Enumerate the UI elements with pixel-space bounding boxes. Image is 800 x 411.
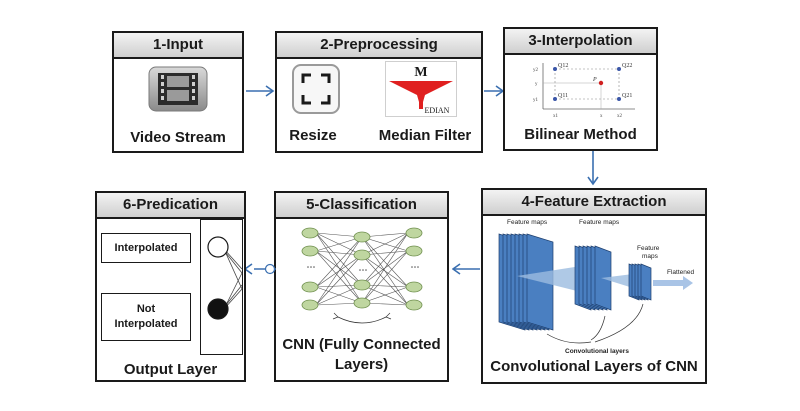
arrow-interpolation-to-feature-extraction — [587, 151, 599, 186]
fc-connections — [315, 232, 409, 306]
caption-cnn-fc-line2: Layers) — [334, 356, 389, 373]
film-icon — [148, 66, 208, 112]
label-y: y — [535, 82, 538, 87]
label-x2: x2 — [617, 114, 623, 119]
resize-icon — [292, 64, 340, 114]
panel-title-classification: 5-Classification — [276, 193, 447, 219]
label-not-interpolated: Not Interpolated — [101, 293, 191, 341]
feature-stack-2 — [574, 245, 612, 311]
caption-conv-layers-cnn: Convolutional Layers of CNN — [490, 358, 698, 375]
point-q21 — [617, 97, 621, 101]
label-flattened: Flattened — [667, 269, 694, 276]
arrow-input-to-preprocessing — [246, 85, 275, 97]
label-feature-maps-2: Feature maps — [579, 219, 620, 226]
output-node-interpolated — [207, 236, 229, 258]
point-p — [598, 80, 604, 86]
panel-interpolation: 3-Interpolation Q12 Q22 Q11 Q21 P y2 y y… — [503, 27, 658, 151]
median-filter-logo: M EDIAN — [385, 61, 457, 117]
caption-bilinear-method: Bilinear Method — [524, 126, 637, 143]
label-q22: Q22 — [622, 63, 632, 69]
arrow-classification-to-predication — [243, 263, 276, 275]
label-q11: Q11 — [558, 93, 568, 99]
caption-output-layer: Output Layer — [123, 361, 218, 378]
panel-preprocessing: 2-Preprocessing M EDIAN Resize Median Fi… — [275, 31, 483, 153]
median-logo-bottom: EDIAN — [425, 106, 450, 115]
panel-predication: 6-Predication Interpolated Not Interpola… — [95, 191, 246, 382]
fully-connected-network — [301, 227, 423, 324]
panel-title-preprocessing: 2-Preprocessing — [277, 33, 481, 59]
panel-title-feature-extraction: 4-Feature Extraction — [483, 190, 705, 216]
point-q11 — [553, 97, 557, 101]
output-layer-nodes — [200, 219, 243, 355]
median-logo-top: M — [414, 65, 427, 80]
feature-stack-3 — [628, 263, 652, 301]
arrow-feature-to-classification — [452, 263, 480, 275]
point-q12 — [553, 67, 557, 71]
label-y2: y2 — [533, 68, 539, 73]
label-p: P — [592, 77, 597, 83]
label-x: x — [600, 114, 603, 119]
label-convolutional-layers: Convolutional layers — [565, 348, 629, 355]
fc-nodes — [301, 227, 423, 311]
panel-title-interpolation: 3-Interpolation — [505, 29, 656, 55]
label-feature-maps-3b: maps — [642, 253, 659, 260]
panel-classification: 5-Classification — [274, 191, 449, 382]
panel-feature-extraction: 4-Feature Extraction Feature maps Featur… — [481, 188, 707, 384]
label-feature-maps-1: Feature maps — [507, 219, 548, 226]
bilinear-plot: Q12 Q22 Q11 Q21 P y2 y y1 x1 x x2 — [533, 63, 635, 119]
caption-cnn-fc-line1: CNN (Fully Connected — [282, 336, 441, 353]
label-q21: Q21 — [622, 93, 632, 99]
label-not-interpolated-line1: Not — [136, 303, 156, 315]
feature-stack-1 — [498, 233, 554, 331]
label-feature-maps-3a: Feature — [637, 245, 660, 252]
caption-median-filter: Median Filter — [378, 127, 472, 144]
point-q22 — [617, 67, 621, 71]
caption-resize: Resize — [289, 127, 337, 144]
label-interpolated-text: Interpolated — [114, 241, 178, 254]
output-node-not-interpolated — [207, 298, 229, 320]
cnn-feature-maps: Feature maps Feature maps Feature maps — [498, 219, 694, 355]
panel-title-predication: 6-Predication — [97, 193, 244, 219]
panel-title-input: 1-Input — [114, 33, 242, 59]
label-q12: Q12 — [558, 63, 568, 69]
flattened-arrow — [653, 276, 693, 290]
label-interpolated: Interpolated — [101, 233, 191, 263]
label-not-interpolated-line2: Interpolated — [114, 318, 178, 330]
caption-video-stream: Video Stream — [130, 129, 226, 146]
label-x1: x1 — [553, 114, 559, 119]
label-y1: y1 — [533, 98, 539, 103]
panel-input: 1-Input Video Stream — [112, 31, 244, 153]
